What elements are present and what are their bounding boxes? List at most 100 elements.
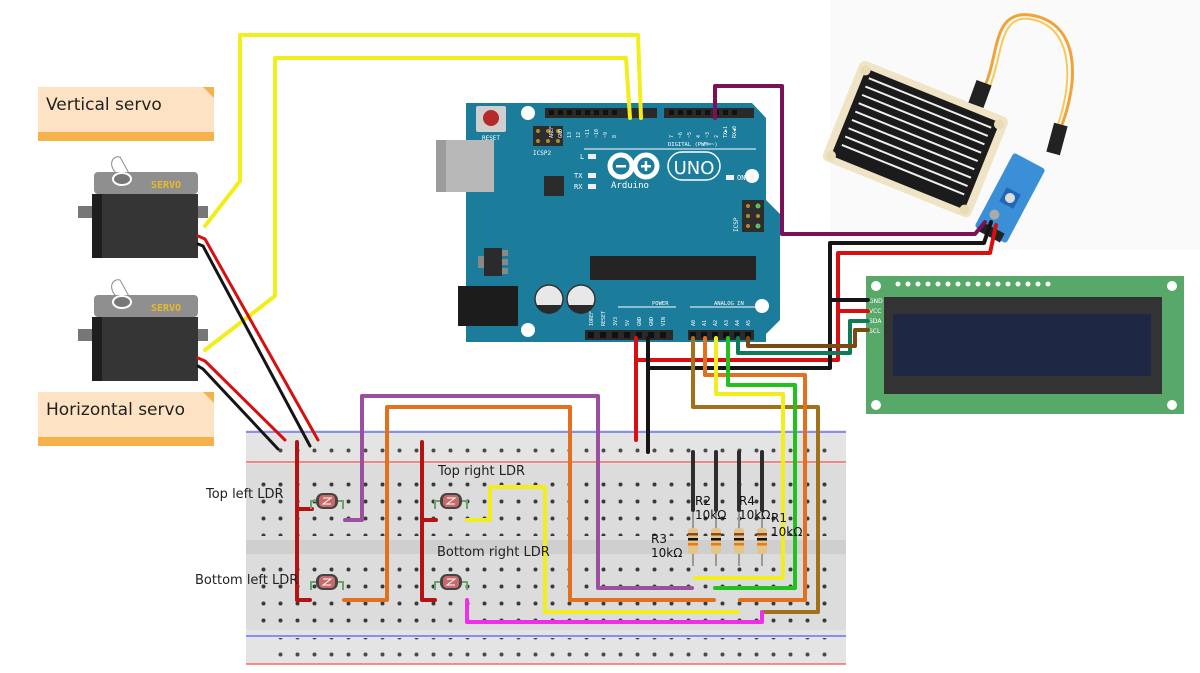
analog-header <box>688 330 754 340</box>
digital-pin <box>558 110 563 115</box>
analog-pin-label: A5 <box>746 320 752 326</box>
resistor-4 <box>757 512 767 566</box>
digital-pin-label: ~6 <box>678 132 684 138</box>
wire-gnd <box>646 220 993 370</box>
resistor-2 <box>711 512 721 566</box>
r2-name: R2 <box>695 494 711 508</box>
vertical-servo-note: Vertical servo <box>38 87 214 141</box>
resistor-1 <box>688 512 698 566</box>
analog-pin-label: A4 <box>735 320 741 326</box>
digital-pin-label: ~3 <box>705 132 711 138</box>
power-pin <box>624 332 630 338</box>
lcd-pin-label: SDA <box>869 318 882 325</box>
analog-pin <box>690 332 696 338</box>
power-pin <box>612 332 618 338</box>
lcd-header-hole <box>935 281 941 287</box>
wires <box>196 33 998 624</box>
digital-pin <box>678 110 683 115</box>
arduino-uno-board: RESET ICSP2 L TX RX ON <box>436 103 780 342</box>
power-label: POWER <box>652 301 669 307</box>
power-pin-label: IOREF <box>589 311 595 326</box>
lcd-header-hole <box>985 281 991 287</box>
digital-pin <box>576 110 581 115</box>
wire-horizontal-servo-signal <box>203 56 632 352</box>
digital-pin-label: 13 <box>567 132 573 138</box>
wire-vertical-servo-gnd <box>196 242 312 448</box>
r4-name: R4 <box>739 494 755 508</box>
top-right-ldr-label: Top right LDR <box>438 464 526 479</box>
r1-value: 10kΩ <box>771 525 803 539</box>
r3-name: R3 <box>651 532 667 546</box>
power-pin-label: GND <box>637 317 643 326</box>
digital-pin-label: 7 <box>669 135 675 138</box>
lcd-header-hole <box>1005 281 1011 287</box>
servo-body <box>92 194 198 258</box>
led-rx-label: RX <box>574 183 583 191</box>
resistor-group <box>688 512 767 566</box>
digital-pin-label: GND <box>558 129 564 138</box>
digital-pin-label: TX▶1 <box>723 126 729 138</box>
vertical-servo: SERVO <box>78 154 208 258</box>
icsp2-label: ICSP2 <box>533 150 551 157</box>
wire-vertical-servo-signal <box>203 33 643 228</box>
atmega-chip <box>590 256 756 280</box>
sensor-connector <box>968 79 992 109</box>
digital-pin-label: 8 <box>612 135 618 138</box>
icsp-label: ICSP <box>733 217 740 232</box>
wire-yellow-ldr <box>465 485 740 614</box>
power-pin-label: 5V <box>625 320 631 326</box>
digital-pin-label: RX◀0 <box>732 126 738 138</box>
digital-pin-label: ~10 <box>594 129 600 138</box>
lcd-header-hole <box>1045 281 1051 287</box>
digital-pin-label: AREF <box>549 126 555 138</box>
power-pin <box>600 332 606 338</box>
horizontal-servo: SERVO <box>78 277 208 381</box>
lcd-header-holes <box>895 281 1051 287</box>
analog-pin-label: A3 <box>724 320 730 326</box>
wire-horizontal-servo-vcc <box>196 356 287 442</box>
ldr-group <box>310 493 468 590</box>
analog-pin-label: A2 <box>713 320 719 326</box>
r3-value: 10kΩ <box>651 546 683 560</box>
lcd-header-hole <box>995 281 1001 287</box>
vertical-servo-label: Vertical servo <box>46 95 162 115</box>
r2-value: 10kΩ <box>695 508 727 522</box>
module-connector <box>1046 122 1068 156</box>
ldr-bottom-right <box>434 574 468 590</box>
wire-5v <box>634 223 998 362</box>
digital-pin-label: 12 <box>576 132 582 138</box>
arduino-text: Arduino <box>611 181 649 191</box>
capacitor-1 <box>534 284 564 314</box>
bottom-right-ldr-label: Bottom right LDR <box>437 545 550 560</box>
capacitor-2 <box>566 284 596 314</box>
wire-left-ldr-bus <box>295 440 312 602</box>
wire-orange-ldr <box>342 405 716 602</box>
power-pin-label: RESET <box>601 311 607 326</box>
reset-label: RESET <box>482 135 500 142</box>
led-on-label: ON <box>737 174 745 182</box>
bottom-terminal-holes <box>258 558 838 628</box>
wire-vertical-servo-vcc <box>196 234 320 442</box>
lcd-header-hole <box>955 281 961 287</box>
analog-pin <box>701 332 707 338</box>
wire-a3 <box>713 336 797 590</box>
digital-pin <box>687 110 692 115</box>
digital-pin <box>549 110 554 115</box>
lcd-header-hole <box>895 281 901 287</box>
horizontal-servo-label: Horizontal servo <box>46 400 185 420</box>
servo-horn <box>112 295 132 309</box>
lcd-header-hole <box>1015 281 1021 287</box>
ldr-top-left <box>310 493 344 509</box>
lcd-pin-label: GND <box>869 298 883 305</box>
analog-pin <box>723 332 729 338</box>
analog-pin <box>712 332 718 338</box>
resistor-3 <box>734 512 744 566</box>
digital-pin <box>594 110 599 115</box>
